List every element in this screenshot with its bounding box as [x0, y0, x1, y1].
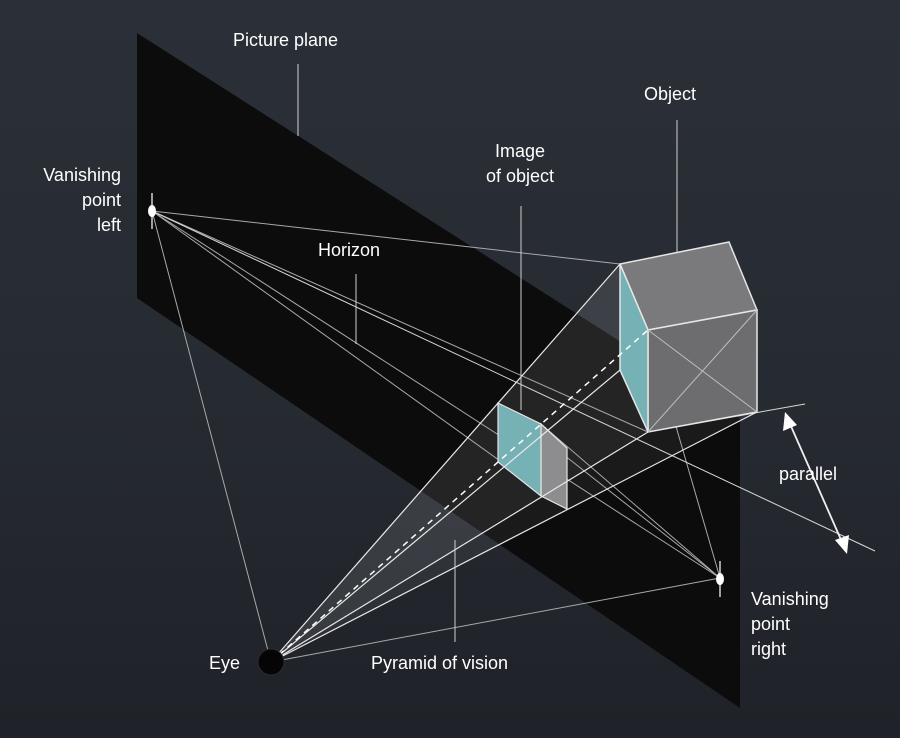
label-parallel: parallel	[779, 464, 837, 484]
label-vp-left-2: point	[82, 190, 121, 210]
label-image-of-object-1: Image	[495, 141, 545, 161]
vp-right-point	[716, 573, 724, 585]
parallel-arrow-shaft	[789, 423, 843, 543]
object-hidden-edges	[647, 309, 758, 433]
label-eye: Eye	[209, 653, 240, 673]
label-vp-right-1: Vanishing	[751, 589, 829, 609]
eye-point	[257, 648, 285, 676]
leader-lines	[297, 64, 678, 642]
label-object: Object	[644, 84, 696, 104]
label-vp-right-2: point	[751, 614, 790, 634]
label-vp-right-3: right	[751, 639, 786, 659]
parallel-arrow-head-bottom	[835, 535, 849, 554]
vp-left-point	[148, 205, 156, 217]
label-pyramid-of-vision: Pyramid of vision	[371, 653, 508, 673]
label-vp-left-1: Vanishing	[43, 165, 121, 185]
picture-plane	[137, 33, 740, 708]
label-vp-left-3: left	[97, 215, 121, 235]
parallel-arrow-head-top	[783, 412, 797, 431]
central-ray	[270, 329, 649, 663]
visual-rays	[270, 263, 758, 663]
pyramid-of-vision	[271, 264, 648, 662]
label-picture-plane: Picture plane	[233, 30, 338, 50]
image-of-object-face	[497, 402, 542, 498]
label-horizon: Horizon	[318, 240, 380, 260]
label-image-of-object-2: of object	[486, 166, 554, 186]
horizon-line	[151, 210, 876, 552]
